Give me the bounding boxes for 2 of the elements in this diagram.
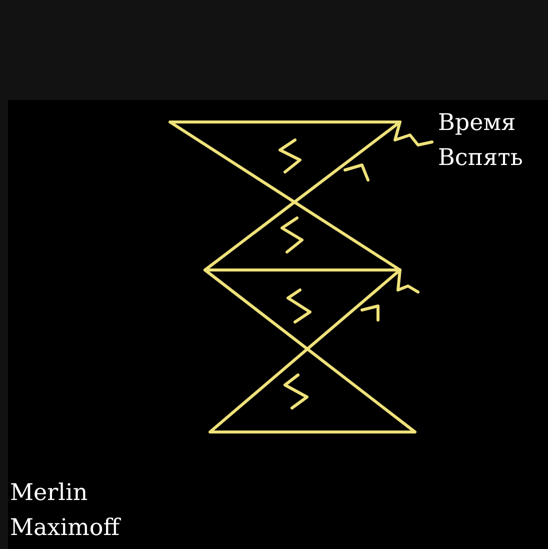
author-signature: Merlin Maximoff (10, 479, 122, 543)
stave-title: Время Вспять (438, 109, 524, 173)
